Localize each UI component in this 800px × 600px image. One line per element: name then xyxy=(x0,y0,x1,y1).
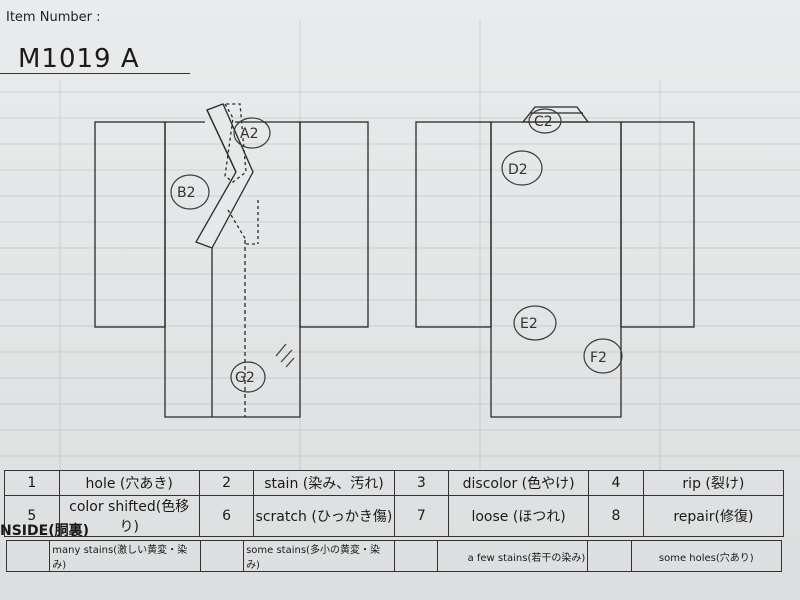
mark-a2: A2 xyxy=(240,126,258,142)
front-garment-outline xyxy=(94,121,369,418)
back-garment-outline xyxy=(415,121,695,418)
legend-number: 4 xyxy=(588,470,644,496)
legend-text: hole (穴あき) xyxy=(58,470,200,496)
bleed-through-grid xyxy=(0,20,800,470)
legend-text: repair(修復) xyxy=(642,495,785,537)
legend-text: scratch (ひっかき傷) xyxy=(253,495,395,537)
damage-marker-circle xyxy=(233,117,271,149)
damage-marker-circle xyxy=(583,338,623,374)
mark-d2: D2 xyxy=(508,162,528,178)
inside-row: many stains(激しい黄変・染み) some stains(多小の黄変・… xyxy=(5,540,783,572)
legend-text: loose (ほつれ) xyxy=(448,495,590,537)
legend-text: discolor (色やけ) xyxy=(448,470,590,496)
back-collar xyxy=(521,106,590,123)
inside-checkbox-cell xyxy=(5,540,51,572)
legend-text: color shifted(色移り) xyxy=(58,495,200,537)
legend-number: 8 xyxy=(588,495,644,537)
damage-marker-circle xyxy=(501,150,543,186)
front-collar xyxy=(195,103,259,249)
damage-legend-table: 1 hole (穴あき) 2 stain (染み、汚れ) 3 discolor … xyxy=(4,470,785,537)
item-number-underline xyxy=(0,73,190,74)
mark-f2: F2 xyxy=(590,350,607,366)
legend-row: 1 hole (穴あき) 2 stain (染み、汚れ) 3 discolor … xyxy=(4,470,785,496)
inside-lining-table: many stains(激しい黄変・染み) some stains(多小の黄変・… xyxy=(5,540,783,572)
inside-section-label: NSIDE(胴裏) xyxy=(0,523,89,539)
item-number-label: Item Number : xyxy=(6,10,101,25)
legend-number: 7 xyxy=(393,495,450,537)
mark-g2: G2 xyxy=(235,370,255,386)
damage-hatch-marks xyxy=(275,343,295,368)
kimono-diagram: A2 B2 G2 C2 D2 E2 F2 xyxy=(94,103,695,418)
mark-e2: E2 xyxy=(520,316,538,332)
damage-marker-circle xyxy=(230,361,266,393)
legend-row: 5 color shifted(色移り) 6 scratch (ひっかき傷) 7… xyxy=(4,495,785,537)
damage-marker-circle xyxy=(528,108,562,134)
inside-cell: a few stains(若干の染み) xyxy=(436,540,589,572)
legend-number: 2 xyxy=(198,470,255,496)
legend-number: 3 xyxy=(393,470,450,496)
inside-cell: some stains(多小の黄変・染み) xyxy=(243,540,395,572)
inside-checkbox-cell xyxy=(587,540,632,572)
legend-number: 1 xyxy=(4,470,60,496)
mark-b2: B2 xyxy=(177,185,196,201)
inside-checkbox-cell xyxy=(199,540,245,572)
inside-cell: many stains(激しい黄変・染み) xyxy=(49,540,201,572)
damage-marker-circle xyxy=(513,305,557,341)
mark-c2: C2 xyxy=(534,114,553,130)
legend-text: rip (裂け) xyxy=(642,470,785,496)
legend-text: stain (染み、汚れ) xyxy=(253,470,395,496)
legend-number: 6 xyxy=(198,495,255,537)
inside-cell: some holes(穴あり) xyxy=(630,540,783,572)
item-number-value: M1019 A xyxy=(18,44,140,74)
damage-marker-circle xyxy=(170,174,210,210)
inside-checkbox-cell xyxy=(393,540,438,572)
